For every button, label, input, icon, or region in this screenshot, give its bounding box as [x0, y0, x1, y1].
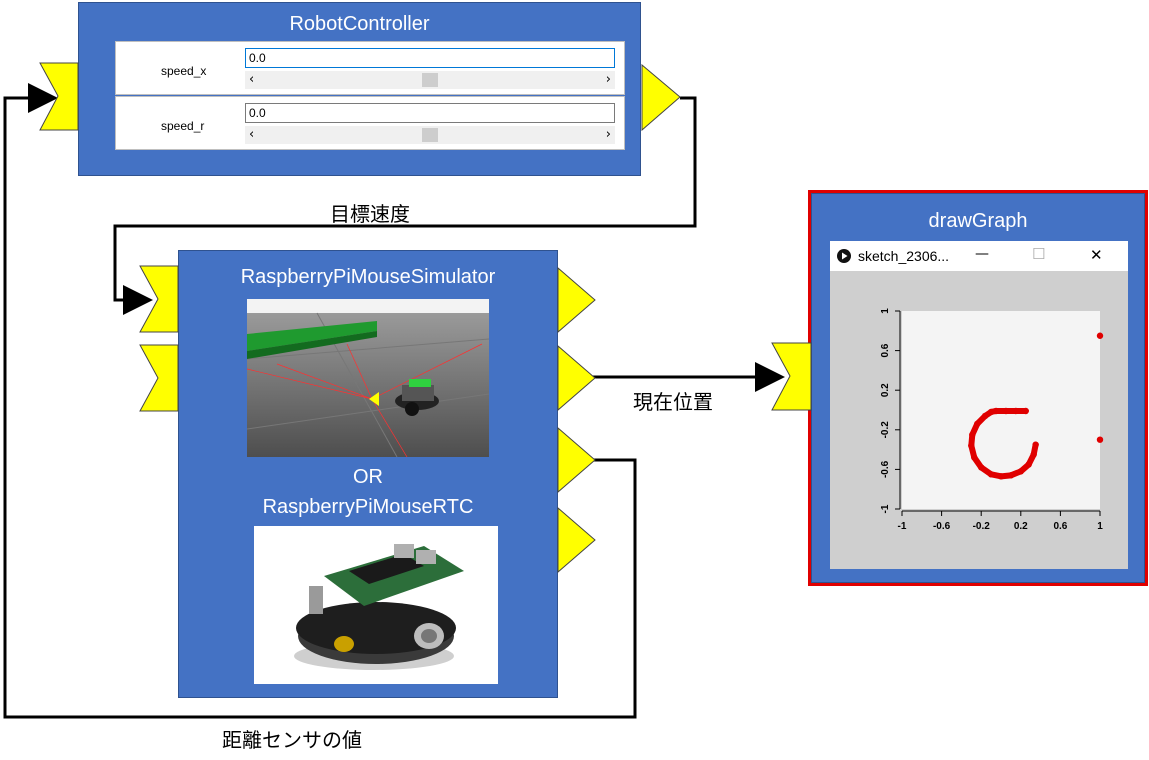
slider-right-icon[interactable]: › [605, 127, 611, 142]
speed-x-slider[interactable]: ‹ › [245, 71, 615, 89]
data-point [978, 464, 985, 471]
speed-r-slider[interactable]: ‹ › [245, 126, 615, 144]
rtc-subtitle: RaspberryPiMouseRTC [262, 496, 474, 518]
sensor-value-label: 距離センサの値 [222, 728, 362, 752]
sketch-window-title: sketch_2306... [858, 248, 950, 264]
data-point [1030, 451, 1037, 458]
processing-play-icon [837, 249, 851, 263]
sketch-window-titlebar[interactable]: sketch_2306... — ☐ ✕ [830, 241, 1128, 271]
data-point [1022, 407, 1029, 415]
sketch-window[interactable]: sketch_2306... — ☐ ✕ -1 -0.6 -0.2 0.2 0.6 1 1… [830, 241, 1128, 569]
robot-photo-illustration [294, 544, 464, 670]
draw-graph-title: drawGraph [928, 210, 1028, 232]
data-point [968, 442, 975, 449]
x-tick-label: -0.6 [933, 521, 951, 532]
x-tick-label: 0.6 [1053, 521, 1067, 532]
close-icon[interactable]: ✕ [1090, 246, 1103, 264]
or-label: OR [353, 466, 383, 488]
speed-r-label: speed_r [161, 119, 205, 133]
robot-controller-component[interactable]: RobotController speed_x 0.0 ‹ › speed_r … [78, 2, 641, 176]
target-speed-label: 目標速度 [330, 202, 410, 226]
data-point [1096, 332, 1104, 339]
y-tick-label: 1 [880, 308, 891, 314]
speed-x-label: speed_x [161, 64, 207, 78]
data-point [971, 454, 978, 461]
data-point [1032, 441, 1039, 448]
x-tick-label: 0.2 [1014, 521, 1028, 532]
minimize-icon[interactable]: — [975, 246, 989, 262]
data-point [987, 408, 995, 416]
data-point [992, 407, 1000, 415]
data-point [987, 471, 995, 478]
position-plot: -1 -0.6 -0.2 0.2 0.6 1 1 0.6 0.2 -0.2 -0.6 -1 [880, 308, 1104, 532]
x-tick-label: -1 [898, 521, 907, 532]
maximize-icon[interactable]: ☐ [1032, 245, 1046, 263]
simulator-component[interactable]: RaspberryPiMouseSimulator [178, 250, 558, 698]
speed-r-panel: speed_r 0.0 ‹ › [115, 96, 625, 150]
simulator-title: RaspberryPiMouseSimulator [240, 266, 496, 288]
data-point [1025, 461, 1032, 468]
data-point [1096, 436, 1104, 443]
speed-x-slider-thumb[interactable] [422, 73, 438, 87]
speed-r-input[interactable]: 0.0 [245, 103, 615, 123]
data-point [1007, 472, 1015, 479]
y-tick-label: -1 [880, 504, 891, 513]
data-point [1012, 407, 1020, 415]
x-tick-label: -0.2 [973, 521, 991, 532]
speed-r-slider-thumb[interactable] [422, 128, 438, 142]
data-point [997, 473, 1005, 480]
simulator-scene [247, 299, 489, 457]
slider-left-icon[interactable]: ‹ [249, 127, 255, 142]
y-tick-label: -0.2 [880, 421, 891, 439]
slider-left-icon[interactable]: ‹ [249, 72, 255, 87]
data-point [1017, 468, 1024, 475]
y-tick-label: -0.6 [880, 460, 891, 478]
y-tick-label: 0.6 [880, 343, 891, 357]
target-speed-connector [113, 96, 697, 315]
slider-right-icon[interactable]: › [605, 72, 611, 87]
data-point [981, 412, 989, 420]
data-point [974, 420, 981, 428]
raspberry-pi-mouse-photo [254, 526, 498, 684]
sensor-value-connector [3, 83, 637, 719]
current-position-label: 現在位置 [633, 390, 713, 414]
simulator-screenshot [247, 299, 489, 457]
speed-x-input[interactable]: 0.0 [245, 48, 615, 68]
data-point [969, 431, 976, 438]
speed-x-panel: speed_x 0.0 ‹ › [115, 41, 625, 95]
robot-controller-title: RobotController [289, 13, 430, 35]
y-tick-label: 0.2 [880, 383, 891, 397]
draw-graph-component[interactable]: drawGraph sketch_2306... — ☐ ✕ -1 -0.6 -0.… [811, 193, 1145, 583]
x-tick-label: 1 [1097, 521, 1103, 532]
data-point [1002, 407, 1010, 415]
